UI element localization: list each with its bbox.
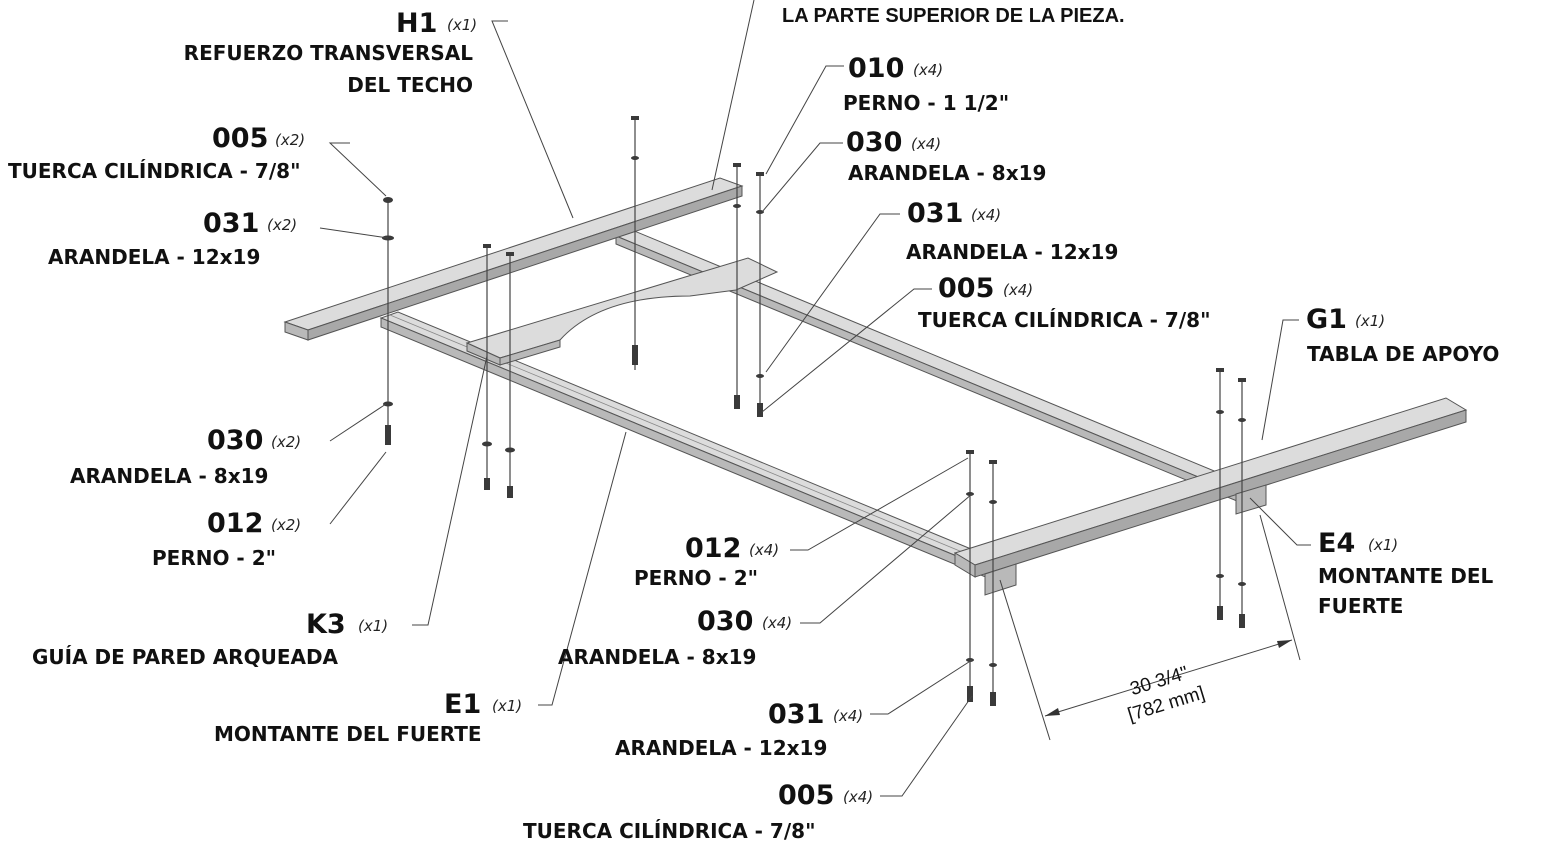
label-g1: G1 (x1) TABLA DE APOYO xyxy=(1306,304,1499,366)
part-desc: PERNO - 1 1/2" xyxy=(843,91,1009,115)
part-qty: (x4) xyxy=(1003,281,1033,299)
part-qty: (x4) xyxy=(749,541,779,559)
label-010: 010 (x4) PERNO - 1 1/2" xyxy=(843,53,1009,115)
part-code: E4 xyxy=(1318,528,1355,559)
label-031-left: 031 (x2) ARANDELA - 12x19 xyxy=(48,208,297,269)
part-qty: (x2) xyxy=(271,433,301,451)
part-qty: (x4) xyxy=(911,135,941,153)
bolt-column-front-a xyxy=(966,450,974,702)
part-qty: (x1) xyxy=(1355,312,1385,330)
note-callout: LA PARTE SUPERIOR DE LA PIEZA. xyxy=(782,5,1125,27)
part-code: 031 xyxy=(203,208,259,239)
label-e1: E1 (x1) MONTANTE DEL FUERTE xyxy=(214,689,522,746)
bolt-column-k3-b xyxy=(505,252,515,498)
part-qty: (x1) xyxy=(447,16,477,34)
part-code: K3 xyxy=(306,609,346,640)
part-desc: ARANDELA - 8x19 xyxy=(70,464,268,488)
label-012-center: 012 (x4) PERNO - 2" xyxy=(634,533,779,590)
part-desc: REFUERZO TRANSVERSAL xyxy=(184,41,474,65)
part-code: H1 xyxy=(396,8,437,39)
label-031-center: 031 (x4) ARANDELA - 12x19 xyxy=(615,699,863,760)
part-qty: (x4) xyxy=(913,61,943,79)
part-desc: TUERCA CILÍNDRICA - 7/8" xyxy=(8,159,301,183)
bolt-column-rear-a xyxy=(733,163,741,409)
part-desc: ARANDELA - 8x19 xyxy=(558,645,756,669)
part-desc: PERNO - 2" xyxy=(152,546,276,570)
bolt-column-right-a xyxy=(1216,368,1224,620)
bolt-column-front-b xyxy=(989,460,997,706)
hardware xyxy=(382,116,1246,706)
note-text: LA PARTE SUPERIOR DE LA PIEZA. xyxy=(782,5,1125,27)
bolt-column-rear-b xyxy=(756,172,764,417)
part-code: 012 xyxy=(685,533,741,564)
label-k3: K3 (x1) GUÍA DE PARED ARQUEADA xyxy=(32,609,388,669)
part-desc: DEL TECHO xyxy=(347,73,473,97)
part-code: 012 xyxy=(207,508,263,539)
part-qty: (x1) xyxy=(358,617,388,635)
bolt-column-left xyxy=(382,197,394,445)
part-qty: (x4) xyxy=(843,788,873,806)
wood-parts xyxy=(283,177,1468,596)
part-desc: FUERTE xyxy=(1318,594,1403,618)
part-code: 030 xyxy=(207,425,263,456)
leader-lines xyxy=(319,0,1311,797)
part-qty: (x2) xyxy=(271,516,301,534)
part-qty: (x4) xyxy=(971,206,1001,224)
label-005-center: 005 (x4) TUERCA CILÍNDRICA - 7/8" xyxy=(523,780,873,842)
label-005-left: 005 (x2) TUERCA CILÍNDRICA - 7/8" xyxy=(8,123,305,183)
label-005-top-right: 005 (x4) TUERCA CILÍNDRICA - 7/8" xyxy=(918,273,1211,332)
label-012-left: 012 (x2) PERNO - 2" xyxy=(152,508,301,570)
part-qty: (x1) xyxy=(492,697,522,715)
label-e4: E4 (x1) MONTANTE DEL FUERTE xyxy=(1318,528,1493,618)
label-030-center: 030 (x4) ARANDELA - 8x19 xyxy=(558,606,792,669)
part-desc: ARANDELA - 12x19 xyxy=(615,736,827,760)
part-code: G1 xyxy=(1306,304,1347,335)
part-code: 031 xyxy=(768,699,824,730)
label-030-left: 030 (x2) ARANDELA - 8x19 xyxy=(70,425,301,488)
part-qty: (x2) xyxy=(267,216,297,234)
part-code: E1 xyxy=(444,689,481,720)
part-qty: (x2) xyxy=(275,131,305,149)
part-code: 005 xyxy=(938,273,994,304)
part-k3-arched-guide xyxy=(465,257,779,366)
label-030-top-right: 030 (x4) ARANDELA - 8x19 xyxy=(846,127,1046,185)
part-code: 005 xyxy=(778,780,834,811)
part-code: 030 xyxy=(846,127,902,158)
part-code: 030 xyxy=(697,606,753,637)
part-desc: ARANDELA - 12x19 xyxy=(906,240,1118,264)
part-desc: MONTANTE DEL xyxy=(1318,564,1493,588)
label-031-top-right: 031 (x4) ARANDELA - 12x19 xyxy=(906,198,1118,264)
label-h1: H1 (x1) REFUERZO TRANSVERSAL DEL TECHO xyxy=(184,8,477,97)
bolt-column-k3-a xyxy=(482,244,492,490)
part-qty: (x1) xyxy=(1368,536,1398,554)
part-code: 010 xyxy=(848,53,904,84)
part-desc: MONTANTE DEL FUERTE xyxy=(214,722,482,746)
part-desc: PERNO - 2" xyxy=(634,566,758,590)
part-desc: ARANDELA - 12x19 xyxy=(48,245,260,269)
part-code: 031 xyxy=(907,198,963,229)
part-desc: TUERCA CILÍNDRICA - 7/8" xyxy=(523,819,816,842)
part-qty: (x4) xyxy=(762,614,792,632)
part-code: 005 xyxy=(212,123,268,154)
part-desc: GUÍA DE PARED ARQUEADA xyxy=(32,645,339,669)
part-desc: TABLA DE APOYO xyxy=(1307,342,1499,366)
part-desc: ARANDELA - 8x19 xyxy=(848,161,1046,185)
part-desc: TUERCA CILÍNDRICA - 7/8" xyxy=(918,308,1211,332)
bolt-column-right-b xyxy=(1238,378,1246,628)
part-qty: (x4) xyxy=(833,707,863,725)
bolt-column-center xyxy=(631,116,639,370)
